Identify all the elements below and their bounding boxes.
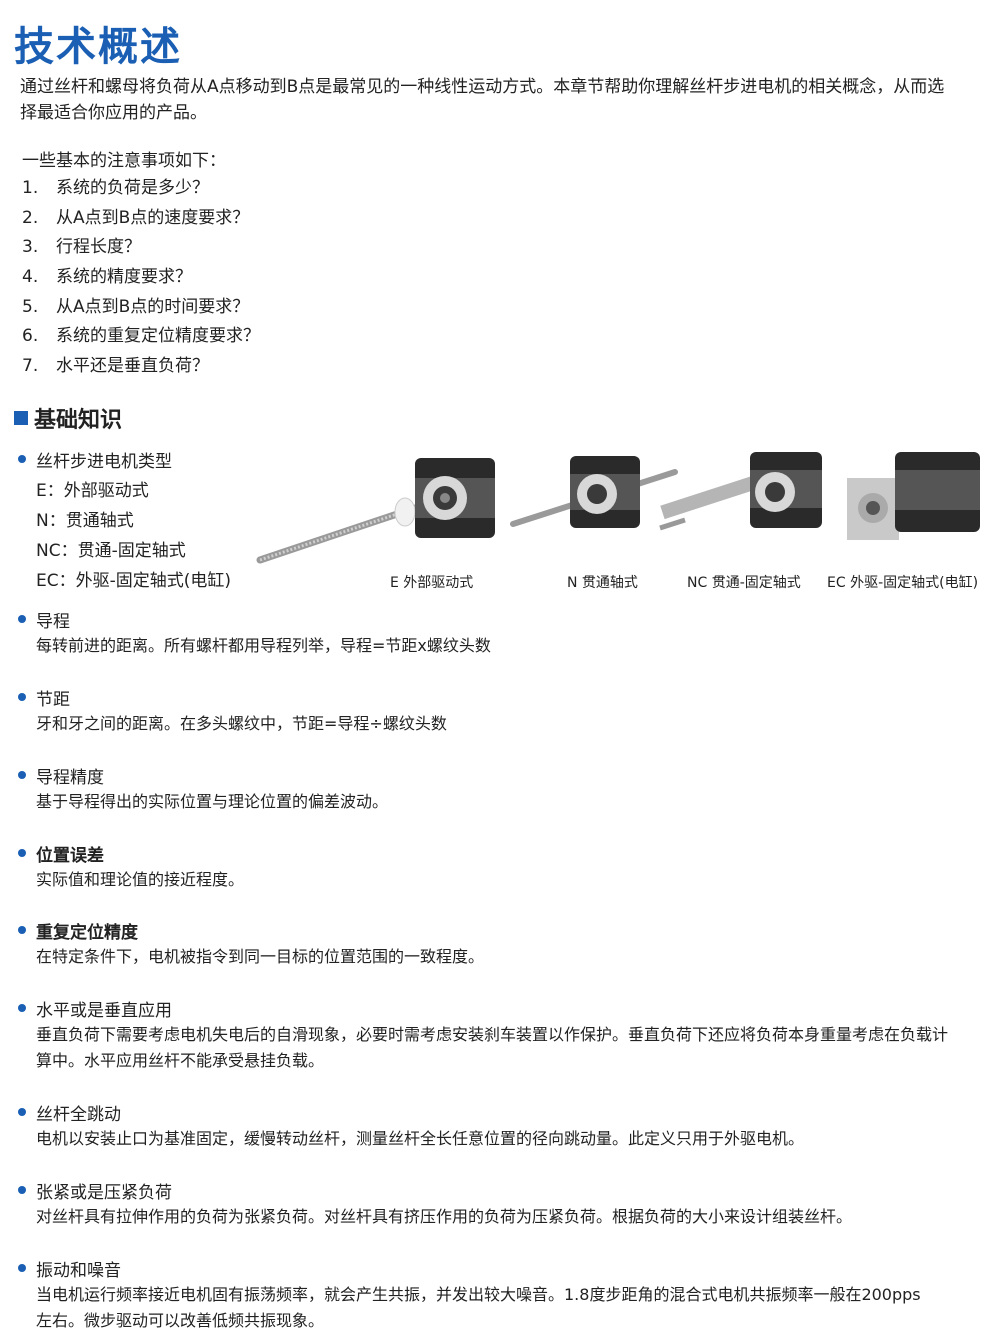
motor-types-item: 丝杆步进电机类型 bbox=[18, 446, 978, 472]
bullet-icon bbox=[18, 693, 26, 701]
motor-illustrations bbox=[256, 452, 980, 564]
note-item: 7.水平还是垂直负荷？ bbox=[22, 356, 209, 377]
bullet-icon bbox=[18, 455, 26, 463]
definition-item: 水平或是垂直应用 垂直负荷下需要考虑电机失电后的自滑现象，必要时需考虑安装刹车装… bbox=[18, 995, 978, 1074]
bullet-icon bbox=[18, 926, 26, 934]
definition-item: 导程 每转前进的距离。所有螺杆都用导程列举，导程=节距x螺纹头数 bbox=[18, 606, 978, 659]
motor-type: EC：外驱-固定轴式(电缸) bbox=[36, 571, 232, 591]
item-body: 当电机运行频率接近电机固有振荡频率，就会产生共振，并发出较大噪音。1.8度步距角… bbox=[36, 1285, 921, 1330]
definition-item: 重复定位精度 在特定条件下，电机被指令到同一目标的位置范围的一致程度。 bbox=[18, 917, 978, 970]
motor-ec-image bbox=[847, 452, 980, 540]
bullet-icon bbox=[18, 1264, 26, 1272]
square-icon bbox=[14, 411, 28, 425]
item-body: 牙和牙之间的距离。在多头螺纹中，节距=导程÷螺纹头数 bbox=[36, 714, 447, 733]
motor-type: NC：贯通-固定轴式 bbox=[36, 541, 186, 561]
figure-caption: E 外部驱动式 bbox=[390, 575, 474, 591]
note-item: 5.从A点到B点的时间要求？ bbox=[22, 296, 250, 317]
motor-types-list: E：外部驱动式 N：贯通轴式 NC：贯通-固定轴式 EC：外驱-固定轴式(电缸) bbox=[36, 476, 231, 596]
notes-list: 1.系统的负荷是多少？ 2.从A点到B点的速度要求？ 3.行程长度？ 4.系统的… bbox=[22, 174, 260, 382]
definition-item: 节距 牙和牙之间的距离。在多头螺纹中，节距=导程÷螺纹头数 bbox=[18, 684, 978, 737]
item-title: 节距 bbox=[36, 689, 70, 710]
item-body: 基于导程得出的实际位置与理论位置的偏差波动。 bbox=[36, 792, 389, 811]
motor-type: E：外部驱动式 bbox=[36, 481, 149, 501]
note-item: 4.系统的精度要求？ bbox=[22, 267, 192, 288]
item-title: 水平或是垂直应用 bbox=[36, 1000, 172, 1021]
item-title: 位置误差 bbox=[36, 845, 104, 866]
bullet-icon bbox=[18, 1108, 26, 1116]
figure-caption: NC 贯通-固定轴式 bbox=[687, 575, 801, 591]
note-item: 1.系统的负荷是多少？ bbox=[22, 178, 209, 198]
bullet-icon bbox=[18, 615, 26, 623]
item-body: 实际值和理论值的接近程度。 bbox=[36, 870, 245, 889]
item-body: 垂直负荷下需要考虑电机失电后的自滑现象，必要时需考虑安装刹车装置以作保护。垂直负… bbox=[36, 1025, 949, 1070]
item-title: 导程精度 bbox=[36, 767, 104, 788]
bullet-icon bbox=[18, 1186, 26, 1194]
note-item: 6.系统的重复定位精度要求？ bbox=[22, 326, 260, 347]
figure-caption: N 贯通轴式 bbox=[567, 575, 638, 591]
item-title: 振动和噪音 bbox=[36, 1260, 121, 1281]
definition-item: 丝杆全跳动 电机以安装止口为基准固定，缓慢转动丝杆，测量丝杆全长任意位置的径向跳… bbox=[18, 1099, 978, 1152]
item-title: 丝杆步进电机类型 bbox=[36, 451, 172, 472]
item-body: 电机以安装止口为基准固定，缓慢转动丝杆，测量丝杆全长任意位置的径向跳动量。此定义… bbox=[36, 1129, 805, 1148]
item-title: 重复定位精度 bbox=[36, 922, 138, 943]
motor-nc-image bbox=[659, 452, 822, 531]
motor-e-image bbox=[256, 458, 495, 564]
intro-paragraph: 通过丝杆和螺母将负荷从A点移动到B点是最常见的一种线性运动方式。本章节帮助你理解… bbox=[20, 77, 945, 123]
bullet-icon bbox=[18, 1004, 26, 1012]
section-heading: 基础知识 bbox=[14, 402, 122, 434]
definition-item: 位置误差 实际值和理论值的接近程度。 bbox=[18, 840, 978, 893]
item-title: 导程 bbox=[36, 611, 70, 632]
item-title: 丝杆全跳动 bbox=[36, 1104, 121, 1125]
item-body: 对丝杆具有拉伸作用的负荷为张紧负荷。对丝杆具有挤压作用的负荷为压紧负荷。根据负荷… bbox=[36, 1207, 853, 1226]
motor-type: N：贯通轴式 bbox=[36, 511, 134, 531]
page-title: 技术概述 bbox=[14, 24, 182, 70]
bullet-icon bbox=[18, 771, 26, 779]
bullet-icon bbox=[18, 849, 26, 857]
definition-item: 振动和噪音 当电机运行频率接近电机固有振荡频率，就会产生共振，并发出较大噪音。1… bbox=[18, 1255, 978, 1334]
item-body: 在特定条件下，电机被指令到同一目标的位置范围的一致程度。 bbox=[36, 947, 485, 966]
item-title: 张紧或是压紧负荷 bbox=[36, 1182, 172, 1203]
motor-figures: E 外部驱动式 N 贯通轴式 NC 贯通-固定轴式 EC 外驱-固定轴式(电缸) bbox=[255, 448, 995, 598]
note-item: 3.行程长度？ bbox=[22, 237, 141, 258]
notes-intro: 一些基本的注意事项如下： bbox=[22, 151, 226, 171]
figure-caption: EC 外驱-固定轴式(电缸) bbox=[827, 575, 979, 591]
item-body: 每转前进的距离。所有螺杆都用导程列举，导程=节距x螺纹头数 bbox=[36, 636, 491, 655]
definition-item: 导程精度 基于导程得出的实际位置与理论位置的偏差波动。 bbox=[18, 762, 978, 815]
note-item: 2.从A点到B点的速度要求？ bbox=[22, 207, 250, 228]
motor-n-image bbox=[510, 456, 678, 528]
definition-item: 张紧或是压紧负荷 对丝杆具有拉伸作用的负荷为张紧负荷。对丝杆具有挤压作用的负荷为… bbox=[18, 1177, 978, 1230]
